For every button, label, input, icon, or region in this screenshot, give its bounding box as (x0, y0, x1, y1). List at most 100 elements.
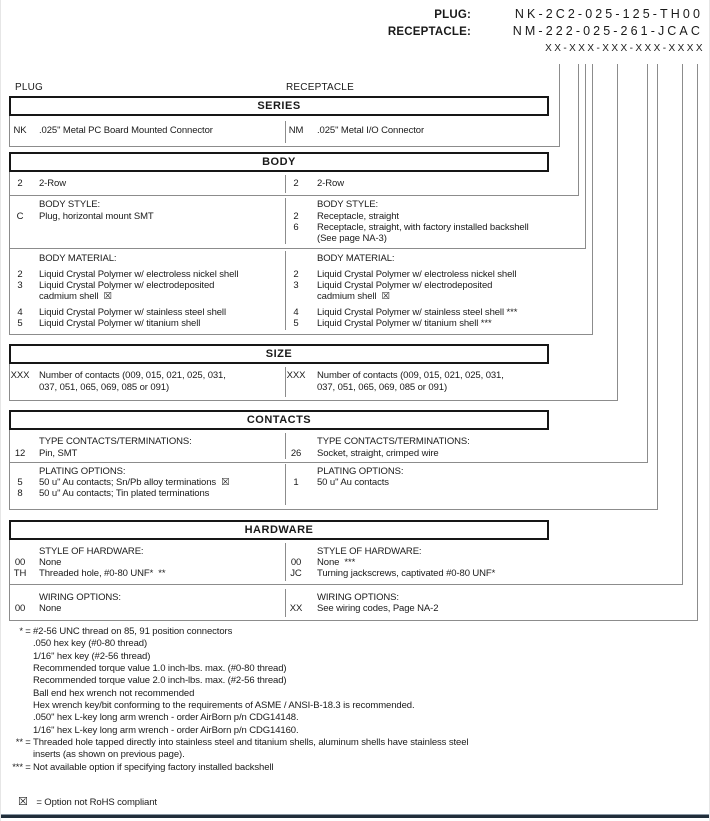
body-style-receptacle-code-1: 2 (293, 211, 299, 222)
hardware-wiring-plug-label: WIRING OPTIONS: (39, 592, 121, 603)
hardware-style-bottom-border (9, 584, 683, 585)
body-material-plug-code-3: 4 (17, 307, 23, 318)
hardware-wiring-receptacle-label: WIRING OPTIONS: (317, 592, 399, 603)
body-material-receptacle-code-1: 2 (293, 269, 299, 280)
receptacle-part-number-label: RECEPTACLE: (387, 26, 471, 38)
body-material-plug-code-1: 2 (17, 269, 23, 280)
body-material-column-divider (285, 251, 286, 330)
series-column-divider (285, 121, 286, 143)
footnote-line: inserts (as shown on previous page). (33, 749, 185, 761)
hardware-left-border (9, 520, 10, 620)
hardware-style-receptacle-code-1: 00 (290, 557, 302, 568)
hardware-wiring-receptacle-desc: See wiring codes, Page NA-2 (317, 603, 439, 614)
hardware-section-header: HARDWARE (9, 520, 549, 540)
hardware-style-receptacle-desc-1: None *** (317, 557, 356, 568)
contacts-type-column-divider (285, 433, 286, 459)
connector-line-body-row (578, 64, 579, 195)
contacts-type-plug-code: 12 (14, 448, 26, 459)
size-column-divider (285, 367, 286, 397)
footnote-line: .050" hex L-key long arm wrench - order … (33, 712, 299, 724)
receptacle-part-number-row: RECEPTACLE: NM-222-025-261-JCAC (388, 24, 703, 38)
hardware-style-receptacle-label: STYLE OF HARDWARE: (317, 546, 422, 557)
body-style-column-divider (285, 198, 286, 244)
connector-line-hardware-style (682, 64, 683, 584)
body-material-receptacle-desc-2b: cadmium shell ☒ (317, 291, 390, 302)
connector-line-size (617, 64, 618, 400)
size-plug-desc-line2: 037, 051, 065, 069, 085 or 091) (39, 382, 170, 393)
series-plug-desc: .025" Metal PC Board Mounted Connector (39, 125, 213, 136)
hardware-style-plug-code-2: TH (13, 568, 27, 579)
contacts-type-plug-label: TYPE CONTACTS/TERMINATIONS: (39, 436, 192, 447)
body-material-receptacle-desc-4: Liquid Crystal Polymer w/ titanium shell… (317, 318, 492, 329)
size-section-header: SIZE (9, 344, 549, 364)
footnote-line: .050 hex key (#0-80 thread) (33, 638, 148, 650)
connector-line-hardware-wiring (697, 64, 698, 620)
receptacle-part-number-value: NM-222-025-261-JCAC (512, 24, 703, 38)
body-material-plug-desc-2: Liquid Crystal Polymer w/ electrodeposit… (39, 280, 215, 291)
footnote-line: 1/16" hex key (#2-56 thread) (33, 650, 151, 662)
body-material-plug-label: BODY MATERIAL: (39, 253, 117, 264)
connector-line-series (559, 64, 560, 146)
body-material-plug-desc-1: Liquid Crystal Polymer w/ electroless ni… (39, 269, 239, 280)
plug-part-number-label: PLUG: (434, 9, 471, 21)
body-row-column-divider (285, 175, 286, 193)
body-row-plug-code: 2 (17, 178, 23, 189)
contacts-plating-receptacle-code-1: 1 (293, 477, 299, 488)
hardware-style-plug-code-1: 00 (14, 557, 26, 568)
contacts-plating-plug-label: PLATING OPTIONS: (39, 466, 126, 477)
body-style-plug-code: C (16, 211, 24, 222)
plug-part-number-row: PLUG: NK-2C2-025-125-TH00 (434, 7, 703, 21)
contacts-section-header: CONTACTS (9, 410, 549, 430)
size-receptacle-desc-line2: 037, 051, 065, 069, 085 or 091) (317, 382, 448, 393)
body-style-receptacle-label: BODY STYLE: (317, 199, 379, 210)
plug-column-header: PLUG (15, 82, 44, 93)
body-style-receptacle-desc-2: Receptacle, straight, with factory insta… (317, 222, 529, 233)
hardware-style-plug-desc-2: Threaded hole, #0-80 UNF* ** (39, 568, 166, 579)
body-row-bottom-border (9, 195, 579, 196)
body-material-bottom-border (9, 334, 593, 335)
series-receptacle-code: NM (288, 125, 304, 136)
size-receptacle-desc-line1: Number of contacts (009, 015, 021, 025, … (317, 370, 504, 381)
contacts-type-receptacle-code: 26 (290, 448, 302, 459)
contacts-plating-plug-code-2: 8 (17, 488, 23, 499)
hardware-style-receptacle-desc-2: Turning jackscrews, captivated #0-80 UNF… (317, 568, 496, 579)
contacts-plating-receptacle-label: PLATING OPTIONS: (317, 466, 404, 477)
footer-bar (1, 814, 709, 818)
plug-part-number-value: NK-2C2-025-125-TH00 (514, 7, 703, 21)
body-style-plug-label: BODY STYLE: (39, 199, 101, 210)
contacts-plating-plug-desc-1: 50 u" Au contacts; Sn/Pb alloy terminati… (39, 477, 230, 488)
body-material-receptacle-code-4: 5 (293, 318, 299, 329)
body-material-plug-desc-2b: cadmium shell ☒ (39, 291, 112, 302)
body-style-receptacle-code-2: 6 (293, 222, 299, 233)
body-style-receptacle-desc-3: (See page NA-3) (317, 233, 387, 244)
hardware-wiring-column-divider (285, 589, 286, 617)
size-bottom-border (9, 400, 618, 401)
series-bottom-border (9, 146, 560, 147)
footnotes: *=#2-56 UNC thread on 85, 91 position co… (11, 626, 701, 774)
connector-line-contacts-type (647, 64, 648, 462)
hardware-style-receptacle-code-2: JC (290, 568, 302, 579)
contacts-plating-bottom-border (9, 509, 658, 510)
contacts-left-border (9, 410, 10, 509)
rohs-legend-text: = Option not RoHS compliant (36, 797, 157, 808)
footnote-line: Recommended torque value 2.0 inch-lbs. m… (33, 675, 287, 687)
connector-line-contacts-plating (657, 64, 658, 509)
hardware-wiring-receptacle-code: XX (289, 603, 303, 614)
contacts-plating-plug-code-1: 5 (17, 477, 23, 488)
footnote-line: **=Threaded hole tapped directly into st… (15, 737, 469, 749)
body-material-receptacle-desc-1: Liquid Crystal Polymer w/ electroless ni… (317, 269, 517, 280)
body-row-receptacle-desc: 2-Row (317, 178, 344, 189)
hardware-style-plug-desc-1: None (39, 557, 62, 568)
body-material-plug-desc-4: Liquid Crystal Polymer w/ titanium shell (39, 318, 201, 329)
series-left-border (9, 96, 10, 146)
contacts-type-receptacle-desc: Socket, straight, crimped wire (317, 448, 439, 459)
footnote-line: *=#2-56 UNC thread on 85, 91 position co… (19, 626, 233, 637)
size-plug-code: XXX (10, 370, 30, 381)
contacts-plating-receptacle-desc-1: 50 u" Au contacts (317, 477, 389, 488)
body-material-receptacle-code-2: 3 (293, 280, 299, 291)
series-receptacle-desc: .025" Metal I/O Connector (317, 125, 425, 136)
contacts-type-receptacle-label: TYPE CONTACTS/TERMINATIONS: (317, 436, 470, 447)
rohs-legend: ☒ = Option not RoHS compliant (18, 796, 157, 809)
body-material-receptacle-desc-3: Liquid Crystal Polymer w/ stainless stee… (317, 307, 518, 318)
hardware-wiring-plug-desc: None (39, 603, 62, 614)
